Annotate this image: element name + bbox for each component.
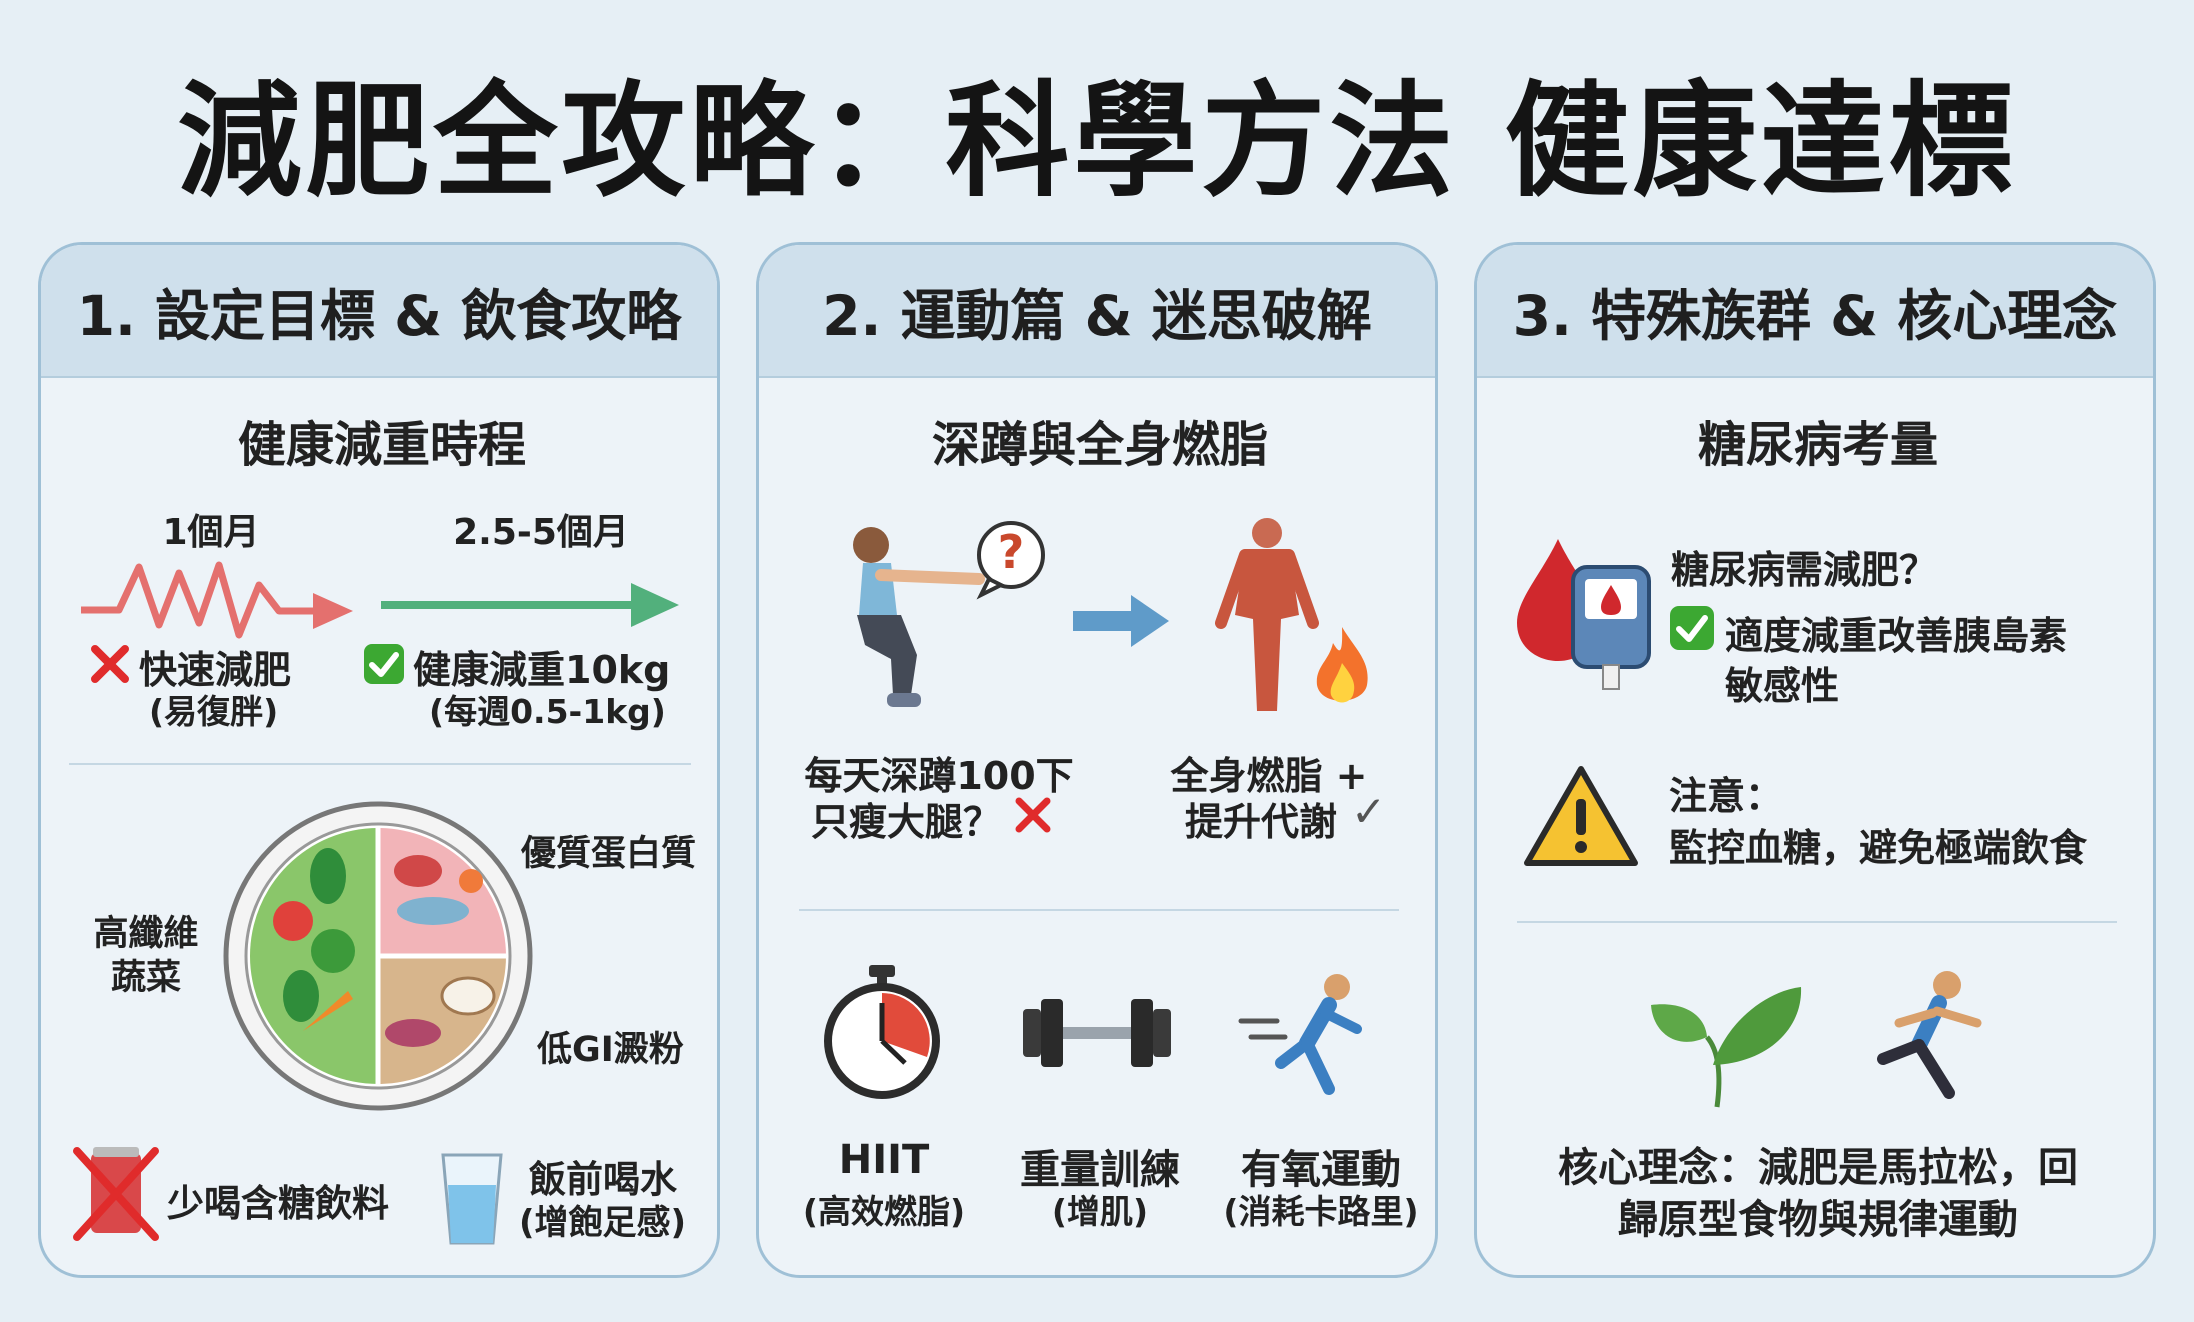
tip-water-2: (增飽足感) xyxy=(519,1203,687,1243)
tip-water-1: 飯前喝水 xyxy=(529,1158,677,1201)
card-exercise-myths: 2. 運動篇 & 迷思破解 深蹲與全身燃脂 ? 每天深蹲100下 只瘦大腿？ 全… xyxy=(756,242,1438,1278)
diabetes-answer-2: 敏感性 xyxy=(1725,664,1840,708)
section-divider xyxy=(1517,921,2117,923)
core-principle-2: 歸原型食物與規律運動 xyxy=(1618,1197,2018,1243)
water-glass-icon xyxy=(441,1153,503,1245)
diabetes-title: 糖尿病考量 xyxy=(1697,417,1938,473)
card-header: 2. 運動篇 & 迷思破解 xyxy=(759,245,1435,378)
exercise-name-hiit: HIIT xyxy=(838,1137,930,1183)
straight-arrow-icon xyxy=(381,583,679,627)
card-special-groups: 3. 特殊族群 & 核心理念 糖尿病考量 糖尿病需減肥？ 適度減重改善胰島素 敏… xyxy=(1474,242,2156,1278)
healthy-duration-label: 2.5-5個月 xyxy=(453,512,629,553)
rapid-loss-text: 快速減肥 xyxy=(139,648,292,692)
exercise-name-cardio: 有氧運動 xyxy=(1241,1147,1401,1193)
plate-veg-label-1: 高纖維 xyxy=(93,914,199,954)
section-divider xyxy=(799,909,1399,911)
rapid-duration-label: 1個月 xyxy=(162,512,260,553)
timeline-title: 健康減重時程 xyxy=(237,417,526,473)
card-header: 1. 設定目標 & 飲食攻略 xyxy=(41,245,717,378)
plate-veg-label-2: 蔬菜 xyxy=(110,958,181,998)
squatting-woman-icon xyxy=(853,527,985,707)
plate-carb-label: 低GI澱粉 xyxy=(537,1030,684,1070)
no-sugary-drink-icon xyxy=(73,1147,159,1241)
cross-mark-icon xyxy=(91,645,129,683)
diabetes-question: 糖尿病需減肥？ xyxy=(1671,548,1938,592)
myth-text-1: 每天深蹲100下 xyxy=(804,754,1074,798)
running-person-icon xyxy=(1238,974,1362,1095)
exercise-name-weights: 重量訓練 xyxy=(1020,1147,1180,1193)
warning-text: 監控血糖，避免極端飲食 xyxy=(1669,826,2088,870)
healthy-loss-note: (每週0.5-1kg) xyxy=(429,692,666,731)
card-goals-diet: 1. 設定目標 & 飲食攻略 健康減重時程 1個月 2.5-5個月 快速減肥 (… xyxy=(38,242,720,1278)
glucose-meter-icon xyxy=(1571,565,1651,690)
page-title: 減肥全攻略：科學方法 健康達標 xyxy=(177,70,2017,214)
healthy-loss-text: 健康減重10kg xyxy=(413,648,671,692)
card-header: 3. 特殊族群 & 核心理念 xyxy=(1477,245,2153,378)
running-person-icon xyxy=(1877,971,1982,1099)
dumbbell-icon xyxy=(1023,999,1171,1067)
fact-text-1: 全身燃脂 + xyxy=(1170,754,1368,798)
exercise-note-weights: (增肌) xyxy=(1051,1192,1149,1231)
myth-text-2: 只瘦大腿？ xyxy=(811,800,1002,844)
healthy-plate-icon xyxy=(223,801,533,1111)
squat-title: 深蹲與全身燃脂 xyxy=(931,417,1268,473)
cross-mark-icon xyxy=(1015,797,1051,833)
warning-triangle-icon xyxy=(1524,766,1638,866)
muscle-body-icon xyxy=(1215,518,1319,711)
stopwatch-icon xyxy=(824,965,940,1099)
rapid-loss-note: (易復胖) xyxy=(149,692,279,731)
right-arrow-icon xyxy=(1073,595,1169,647)
exercise-note-hiit: (高效燃脂) xyxy=(802,1192,966,1231)
plate-protein-label: 優質蛋白質 xyxy=(521,834,697,874)
section-divider xyxy=(69,763,691,765)
check-box-icon xyxy=(364,644,404,684)
warning-label: 注意： xyxy=(1669,774,1784,818)
flame-icon xyxy=(1316,627,1368,703)
fact-check-icon: ✓ xyxy=(1351,787,1387,836)
fact-text-2: 提升代謝 xyxy=(1185,800,1338,844)
question-bubble-icon xyxy=(976,521,1045,600)
diabetes-answer-1: 適度減重改善胰島素 xyxy=(1725,614,2068,658)
leaf-icon xyxy=(1651,987,1802,1108)
exercise-note-cardio: (消耗卡路里) xyxy=(1223,1192,1419,1231)
check-box-icon xyxy=(1670,606,1714,650)
tip-sugary-drink: 少喝含糖飲料 xyxy=(167,1182,389,1225)
question-mark: ? xyxy=(997,525,1025,579)
core-principle-1: 核心理念：減肥是馬拉松，回 xyxy=(1558,1145,2078,1191)
zigzag-arrow-icon xyxy=(81,561,353,639)
